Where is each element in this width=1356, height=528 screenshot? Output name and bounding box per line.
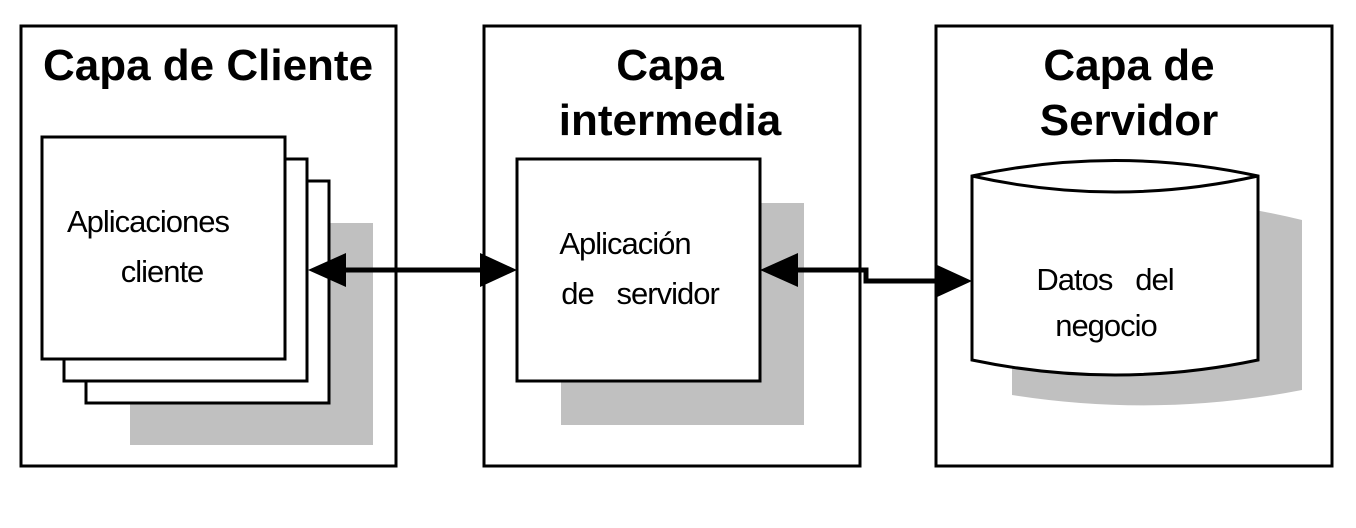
server-tier: Capa de Servidor Datos del negocio <box>934 24 1334 468</box>
client-middle-connector <box>308 253 517 287</box>
client-app-box <box>40 135 287 361</box>
server-app-label-line2: de servidor <box>561 276 719 311</box>
database-label-line2: negocio <box>1055 308 1157 343</box>
middle-tier-title-line2: intermedia <box>559 96 782 145</box>
arrowhead-to-middle <box>480 253 517 287</box>
server-tier-title-line1: Capa de <box>1043 41 1214 90</box>
server-app-box <box>515 157 762 383</box>
middle-tier-title-line1: Capa <box>616 41 724 90</box>
middle-tier: Capa intermedia Aplicación de servidor <box>482 24 862 468</box>
arrowhead-to-client <box>308 253 346 287</box>
client-app-label-line2: cliente <box>121 254 204 289</box>
database-cylinder <box>970 159 1260 377</box>
arrowhead-to-database <box>935 264 972 298</box>
client-app-label-line1: Aplicaciones <box>67 204 230 239</box>
middle-server-connector <box>760 253 972 298</box>
client-tier: Capa de Cliente Aplicaciones cliente <box>19 24 398 468</box>
server-tier-title-line2: Servidor <box>1040 96 1219 145</box>
arrowhead-to-server-app <box>760 253 798 287</box>
client-tier-title: Capa de Cliente <box>43 41 373 90</box>
middle-server-line <box>792 267 942 284</box>
database-label-line1: Datos del <box>1036 262 1173 297</box>
server-app-label-line1: Aplicación <box>559 226 690 261</box>
database-top-curve <box>971 174 1259 194</box>
